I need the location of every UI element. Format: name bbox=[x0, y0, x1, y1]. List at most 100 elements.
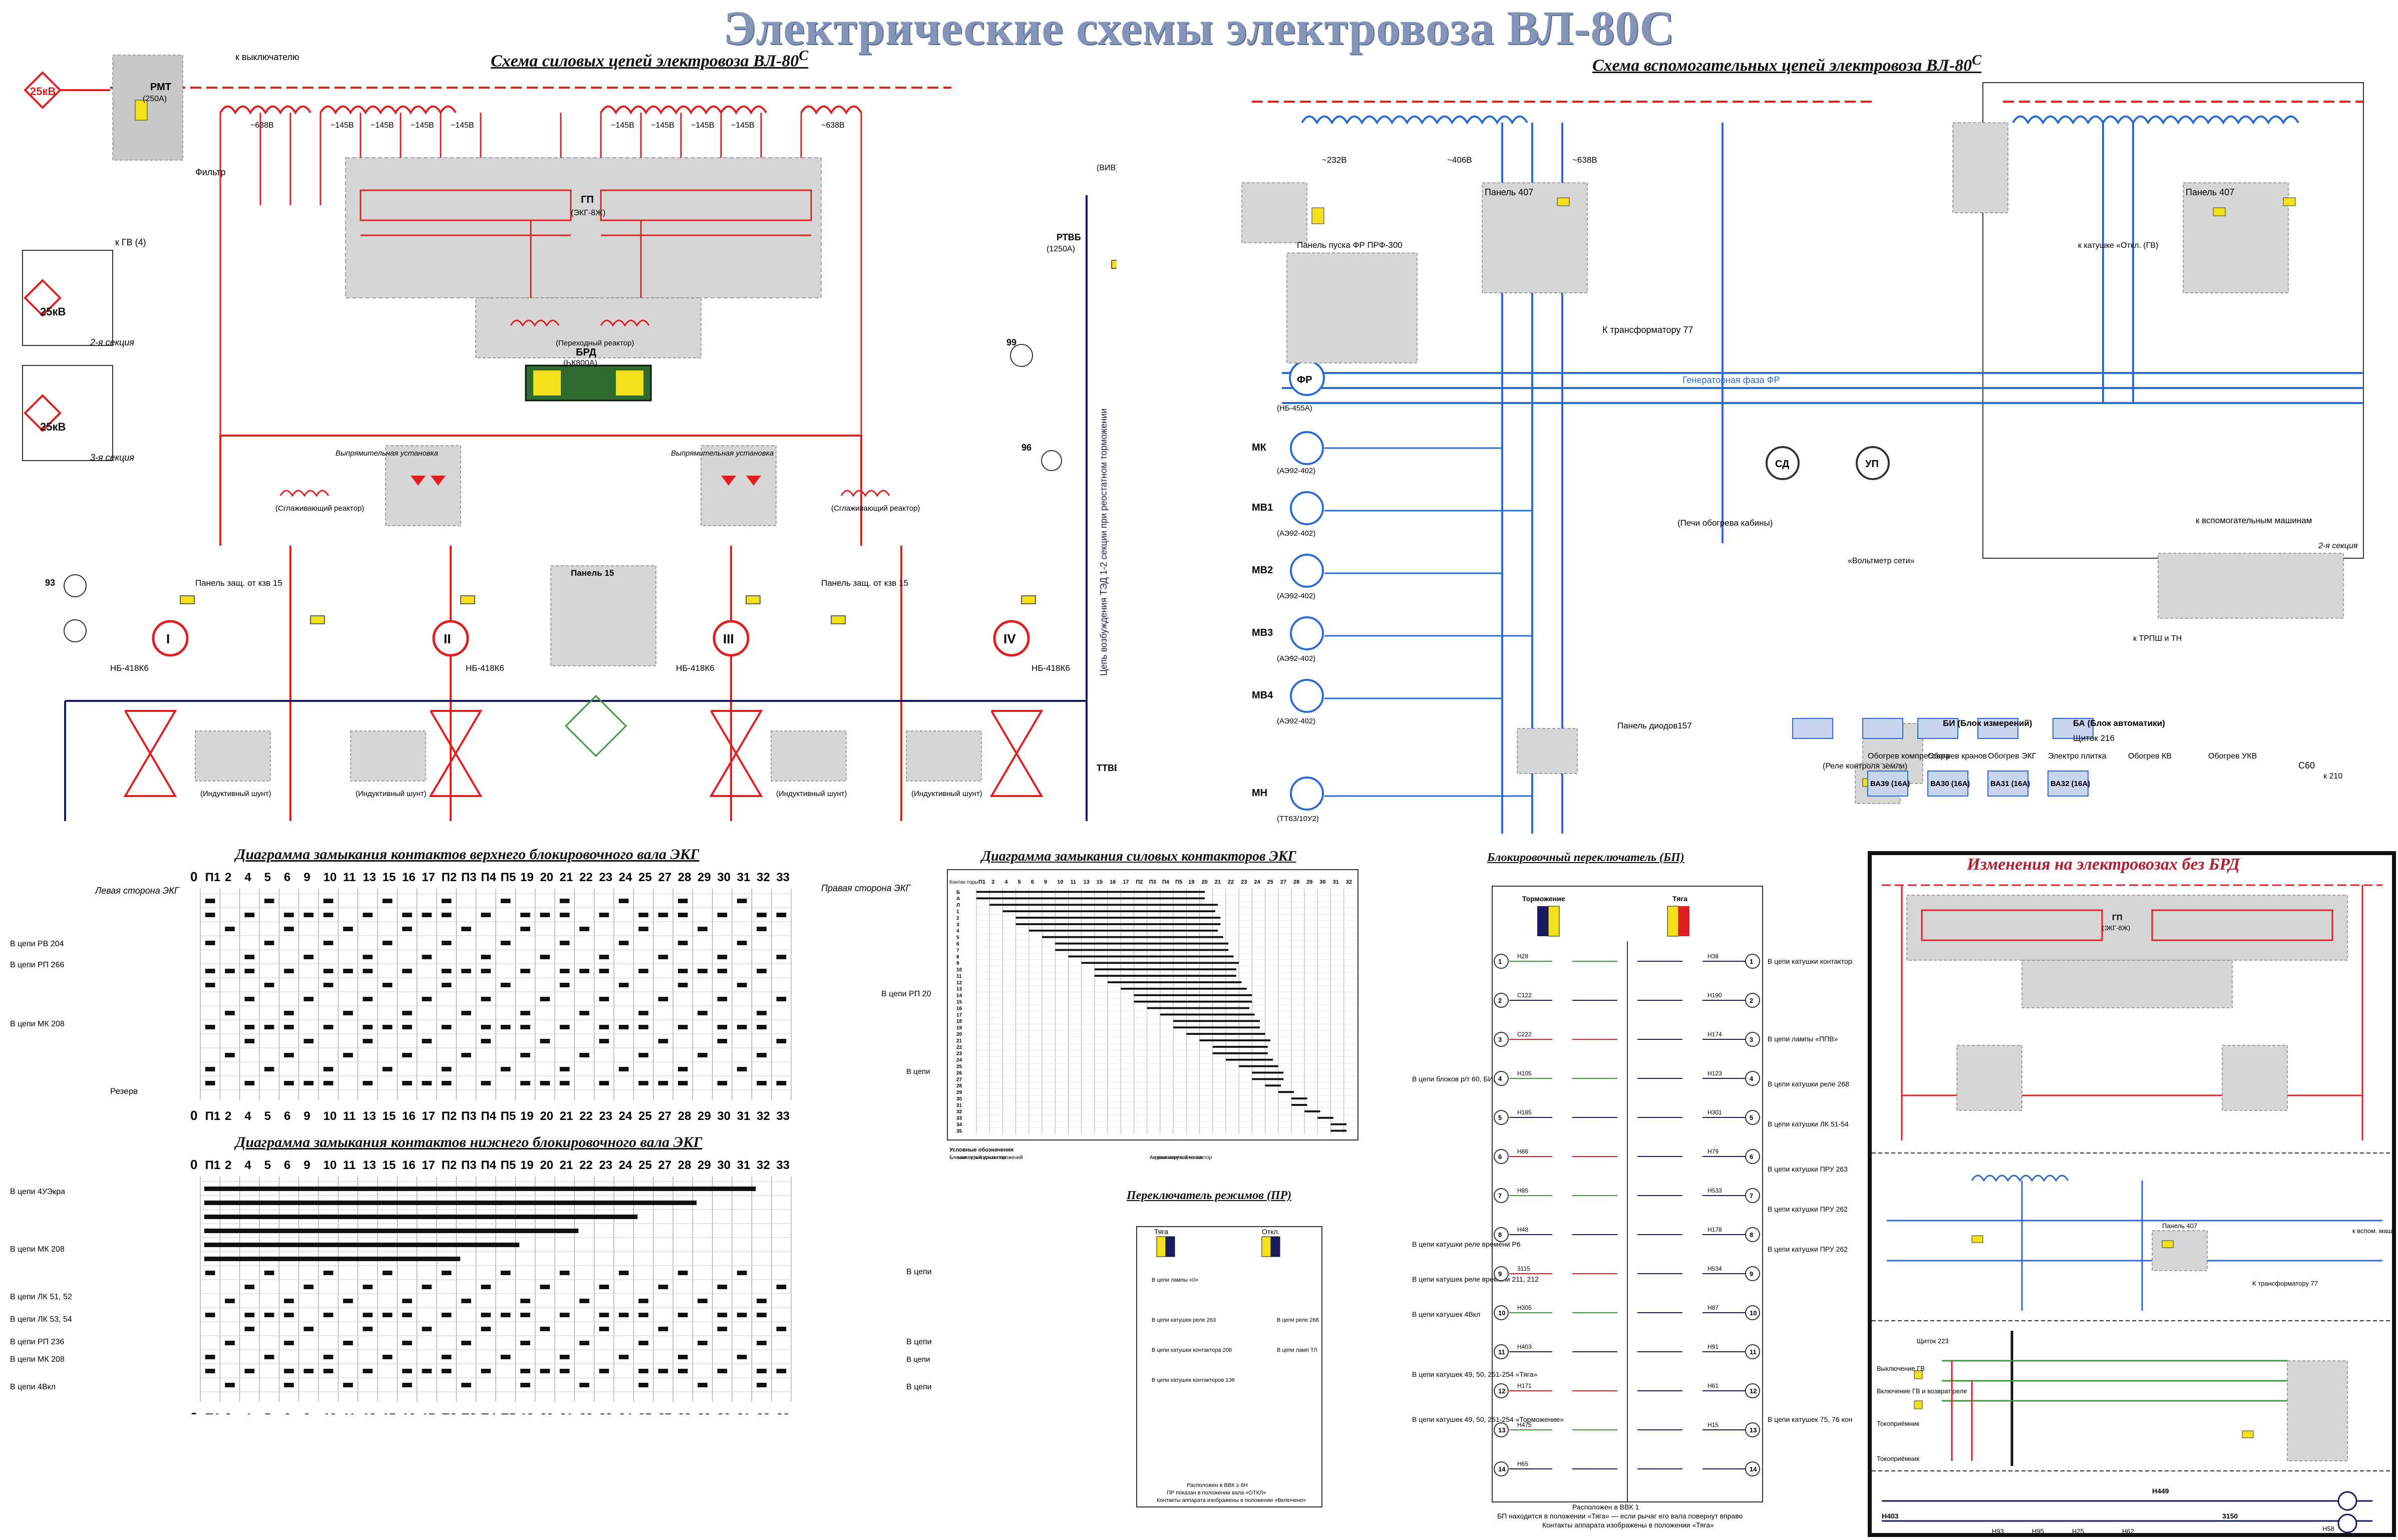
position-header: 21 bbox=[560, 871, 573, 884]
contact-mark bbox=[599, 1327, 609, 1331]
contact-mark bbox=[284, 1341, 294, 1345]
position-footer: 29 bbox=[698, 1411, 711, 1414]
contact-mark bbox=[441, 1369, 452, 1373]
contactor-label: 15 bbox=[956, 1000, 962, 1005]
contact-mark bbox=[677, 969, 688, 973]
contact-mark bbox=[402, 1011, 412, 1015]
bp-footer-3: Контакты аппарата изображены в положении… bbox=[1542, 1521, 1714, 1529]
contact-mark bbox=[638, 1011, 648, 1015]
contact-mark bbox=[244, 1369, 255, 1373]
position-header: 20 bbox=[540, 1159, 553, 1172]
contact-mark bbox=[323, 1271, 333, 1275]
position-footer: П5 bbox=[501, 1109, 516, 1123]
contactor-position: П2 bbox=[1136, 879, 1143, 885]
bp-terminal-number-right: 11 bbox=[1750, 1348, 1757, 1356]
to-kgv: к катушке «Откл. (ГВ) bbox=[2078, 241, 2158, 250]
contact-mark bbox=[264, 1355, 274, 1359]
to-aux-machines: к вспомогательным машинам bbox=[2196, 516, 2312, 525]
contactor-position: 23 bbox=[1241, 879, 1247, 885]
contactor-label: 24 bbox=[956, 1058, 962, 1063]
contact-mark bbox=[363, 955, 373, 959]
bp-wire-label-left: Н48 bbox=[1517, 1226, 1528, 1233]
contact-bar bbox=[204, 1243, 520, 1247]
position-footer: 33 bbox=[776, 1411, 790, 1414]
position-footer: 23 bbox=[599, 1109, 612, 1123]
upper-circuit-1: В цепи РВ 204 bbox=[10, 940, 64, 948]
contact-mark bbox=[461, 1011, 471, 1015]
shunt-3-label: (Индуктивный шунт) bbox=[776, 790, 847, 798]
contact-mark bbox=[737, 941, 747, 945]
position-footer: 24 bbox=[619, 1109, 632, 1123]
contactor-position: 2 bbox=[991, 879, 994, 885]
panel-protection-left: Панель защ. от кзв 15 bbox=[195, 578, 282, 588]
contact-mark bbox=[717, 969, 728, 973]
contactor-bar bbox=[1055, 949, 1229, 951]
contact-mark bbox=[205, 913, 215, 917]
mode-row-4: В цепи катушек контакторов 136 bbox=[1152, 1377, 1235, 1383]
contact-mark bbox=[225, 1383, 235, 1387]
contact-mark bbox=[677, 899, 688, 903]
bp-terminal-number-left: 7 bbox=[1498, 1192, 1502, 1200]
motor-mv2-type: (АЭ92-402) bbox=[1277, 592, 1315, 600]
position-footer: 4 bbox=[244, 1411, 251, 1414]
contact-mark bbox=[244, 1081, 255, 1085]
contact-mark bbox=[618, 1067, 629, 1071]
rmt-label: РМТ bbox=[150, 82, 171, 93]
contact-mark bbox=[205, 983, 215, 987]
contact-mark bbox=[737, 1313, 747, 1317]
contact-mark bbox=[244, 969, 255, 973]
contact-mark bbox=[481, 1081, 491, 1085]
position-zero-bottom: 0 bbox=[190, 1108, 197, 1123]
contact-mark bbox=[323, 899, 333, 903]
contact-mark bbox=[757, 1011, 767, 1015]
changes-aux: к вспом. машинам bbox=[2352, 1227, 2392, 1235]
position-header: 16 bbox=[402, 871, 416, 884]
bp-left-note-5: В цепи катушек 49, 50, 251-254 «Тяга» bbox=[1412, 1370, 1537, 1378]
contact-mark bbox=[284, 1053, 294, 1057]
contact-mark bbox=[698, 927, 708, 931]
changes-gp: ГП bbox=[2112, 914, 2123, 922]
rtvb-value: (1250А) bbox=[1047, 245, 1075, 253]
contact-bar bbox=[204, 1201, 697, 1205]
position-header: 17 bbox=[422, 871, 435, 884]
contact-mark bbox=[757, 1341, 767, 1345]
contact-mark bbox=[303, 997, 314, 1001]
bp-terminal-number-right: 4 bbox=[1750, 1075, 1754, 1082]
contact-mark bbox=[520, 1081, 530, 1085]
contact-mark bbox=[402, 1025, 412, 1029]
contactor-bar bbox=[1212, 1052, 1268, 1054]
gauge-99-label: 99 bbox=[1006, 337, 1016, 347]
contactor-position: 28 bbox=[1293, 879, 1299, 885]
contact-mark bbox=[205, 1355, 215, 1359]
contact-mark bbox=[520, 1383, 530, 1387]
contact-mark bbox=[441, 983, 452, 987]
contact-mark bbox=[579, 927, 589, 931]
contact-mark bbox=[382, 1025, 393, 1029]
breaker-3: ВА31 (16А) bbox=[1990, 780, 2030, 788]
contact-mark bbox=[757, 1313, 767, 1317]
bp-terminal-left bbox=[1494, 993, 1509, 1008]
contact-mark bbox=[481, 1313, 491, 1317]
contact-mark bbox=[757, 913, 767, 917]
position-header: П3 bbox=[461, 1159, 477, 1172]
section3-label: 3-я секция bbox=[90, 453, 134, 463]
supply-label: 25кВ bbox=[30, 85, 56, 98]
contact-mark bbox=[776, 1039, 787, 1043]
yellow-components bbox=[180, 260, 1117, 624]
rmt-value: (250А) bbox=[143, 95, 167, 103]
bp-terminal-number-left: 4 bbox=[1498, 1075, 1502, 1082]
contact-mark bbox=[599, 1081, 609, 1085]
contact-mark bbox=[382, 899, 393, 903]
contactor-bar bbox=[1002, 910, 1215, 913]
section3-supply: 25кВ bbox=[40, 421, 66, 433]
contact-mark bbox=[264, 983, 274, 987]
to-switch-label: к выключателю bbox=[235, 52, 299, 62]
bp-terminal-left bbox=[1494, 1188, 1509, 1203]
contactor-bar bbox=[1147, 1007, 1250, 1009]
contactor-label: 2 bbox=[956, 916, 959, 921]
contact-mark bbox=[441, 1355, 452, 1359]
contact-mark bbox=[323, 913, 333, 917]
aux-circuit-title-text: Схема вспомогательных цепей электровоза … bbox=[1592, 56, 1972, 75]
rtvb-label: РТВБ bbox=[1057, 232, 1081, 242]
contact-mark bbox=[303, 913, 314, 917]
